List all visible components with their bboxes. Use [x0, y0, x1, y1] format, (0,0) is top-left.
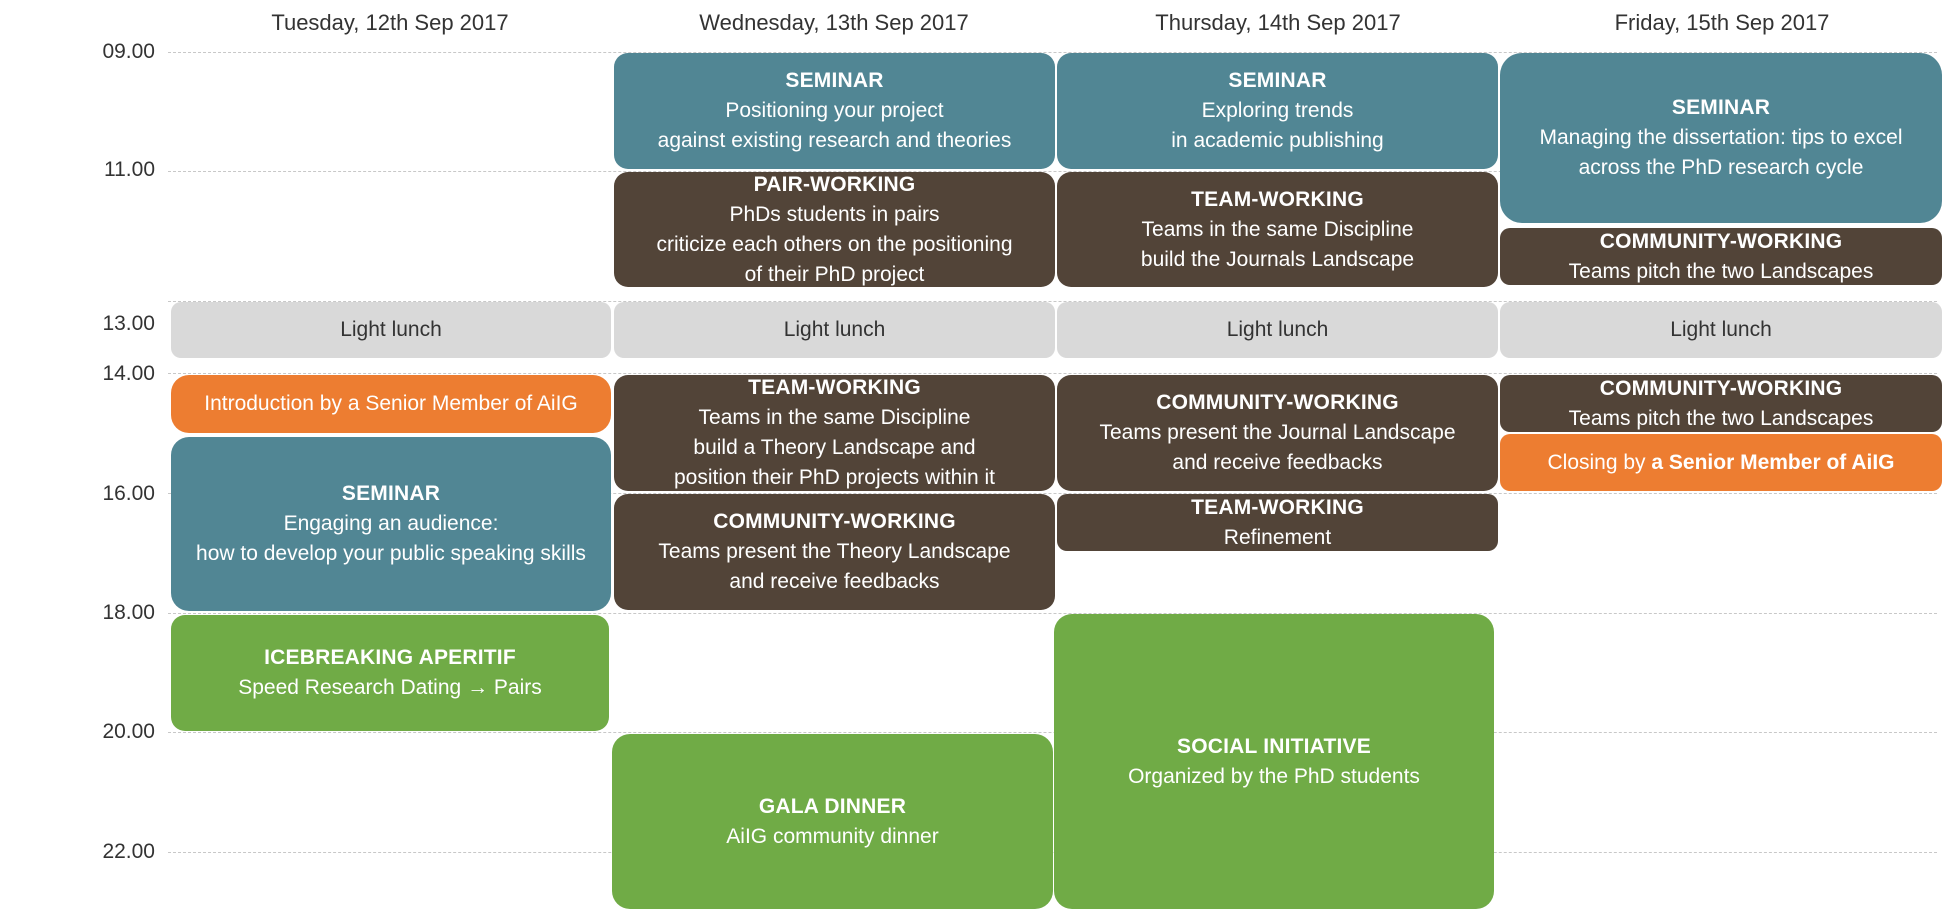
wednesday-lunch: Light lunch [614, 302, 1055, 358]
event-title: SOCIAL INITIATIVE [1177, 734, 1371, 758]
closing-emphasis: a Senior Member of AiIG [1651, 450, 1895, 474]
wednesday-pair-working: PAIR-WORKING PhDs students in pairs crit… [614, 172, 1055, 287]
gridline [168, 493, 1937, 494]
gridline [168, 373, 1937, 374]
tuesday-icebreaking-aperitif: ICEBREAKING APERITIF Speed Research Dati… [171, 615, 609, 731]
event-line-text: Speed Research Dating [238, 676, 462, 699]
event-title: ICEBREAKING APERITIF [264, 646, 516, 669]
wednesday-community-working: COMMUNITY-WORKING Teams present the Theo… [614, 494, 1055, 610]
day-header-thursday: Thursday, 14th Sep 2017 [1155, 10, 1401, 35]
event-title: TEAM-WORKING [1191, 495, 1364, 519]
closing-prefix: Closing by [1547, 450, 1646, 474]
thursday-team-working-refinement: TEAM-WORKING Refinement [1057, 494, 1498, 551]
time-label-2000: 20.00 [102, 720, 155, 743]
wednesday-team-working: TEAM-WORKING Teams in the same Disciplin… [614, 375, 1055, 491]
friday-seminar: SEMINAR Managing the dissertation: tips … [1500, 53, 1942, 223]
event-line: and receive feedbacks [1172, 451, 1383, 474]
event-title: SEMINAR [341, 482, 441, 505]
event-line: build a Theory Landscape and [693, 436, 976, 459]
event-line-text: Pairs [493, 676, 542, 699]
event-line: Positioning your project [725, 99, 944, 122]
gridline [168, 52, 1937, 53]
event-title: PAIR-WORKING [753, 172, 916, 196]
event-line: Speed Research Dating → Pairs [238, 673, 542, 703]
wednesday-seminar: SEMINAR Positioning your project against… [614, 53, 1055, 169]
event-line: Engaging an audience: [283, 512, 499, 535]
gridline [168, 613, 1937, 614]
event-line: Teams present the Theory Landscape [658, 540, 1011, 563]
event-line: Organized by the PhD students [1128, 764, 1420, 788]
thursday-lunch: Light lunch [1057, 302, 1498, 358]
event-line: against existing research and theories [657, 129, 1012, 152]
tuesday-intro-senior-member: Introduction by a Senior Member of AiIG [171, 375, 611, 433]
time-label-1100: 11.00 [104, 158, 155, 181]
day-header-wednesday: Wednesday, 13th Sep 2017 [699, 10, 969, 35]
lunch-label: Light lunch [783, 318, 886, 341]
time-label-2200: 22.00 [102, 840, 155, 863]
event-line: Exploring trends [1201, 99, 1354, 122]
event-line: Teams pitch the two Landscapes [1568, 406, 1874, 430]
thursday-team-working: TEAM-WORKING Teams in the same Disciplin… [1057, 172, 1498, 287]
arrow-right-icon: → [467, 676, 489, 699]
thursday-community-working: COMMUNITY-WORKING Teams present the Jour… [1057, 375, 1498, 491]
tuesday-lunch: Light lunch [171, 302, 611, 358]
event-line: build the Journals Landscape [1140, 247, 1415, 271]
intro-label: Introduction by a Senior Member of AiIG [204, 392, 578, 415]
event-title: COMMUNITY-WORKING [1599, 376, 1843, 400]
day-header-friday: Friday, 15th Sep 2017 [1614, 10, 1830, 35]
event-line: in academic publishing [1171, 129, 1384, 152]
time-label-1800: 18.00 [102, 601, 155, 624]
event-line: Teams in the same Discipline [1141, 217, 1414, 241]
event-line: AiIG community dinner [726, 824, 939, 848]
event-title: TEAM-WORKING [748, 376, 921, 399]
event-line: across the PhD research cycle [1578, 156, 1864, 179]
event-line: Teams present the Journal Landscape [1099, 421, 1456, 444]
event-title: COMMUNITY-WORKING [1156, 391, 1399, 414]
lunch-label: Light lunch [340, 318, 442, 341]
event-line: PhDs students in pairs [729, 202, 940, 226]
time-label-1300: 13.00 [102, 312, 155, 335]
lunch-label: Light lunch [1226, 318, 1329, 341]
gridline [168, 171, 1937, 172]
event-title: TEAM-WORKING [1191, 187, 1364, 211]
event-line: how to develop your public speaking skil… [196, 542, 586, 565]
event-title: GALA DINNER [758, 794, 907, 818]
time-label-0900: 09.00 [102, 40, 155, 63]
event-title: SEMINAR [785, 69, 884, 92]
event-line: Managing the dissertation: tips to excel [1539, 126, 1903, 149]
time-label-1600: 16.00 [102, 482, 155, 505]
time-label-1400: 14.00 [102, 362, 155, 385]
event-line: criticize each others on the positioning [656, 232, 1013, 256]
event-line: Teams pitch the two Landscapes [1568, 259, 1874, 283]
event-title: COMMUNITY-WORKING [1599, 229, 1843, 253]
event-line: of their PhD project [744, 262, 925, 286]
event-line: Refinement [1223, 525, 1332, 549]
event-title: SEMINAR [1228, 69, 1327, 92]
event-title: SEMINAR [1671, 96, 1771, 119]
event-line: Teams in the same Discipline [698, 406, 971, 429]
event-line: position their PhD projects within it [674, 466, 995, 489]
lunch-label: Light lunch [1670, 318, 1772, 341]
tuesday-seminar: SEMINAR Engaging an audience: how to dev… [171, 437, 611, 611]
thursday-social-initiative: SOCIAL INITIATIVE Organized by the PhD s… [1054, 614, 1494, 909]
day-header-tuesday: Tuesday, 12th Sep 2017 [271, 10, 509, 35]
friday-lunch: Light lunch [1500, 302, 1942, 358]
closing-label: Closing by a Senior Member of AiIG [1547, 448, 1894, 478]
friday-closing-senior-member: Closing by a Senior Member of AiIG [1500, 434, 1942, 491]
gridline [168, 301, 1937, 302]
gridline [168, 732, 1937, 733]
friday-community-working-afternoon: COMMUNITY-WORKING Teams pitch the two La… [1500, 375, 1942, 432]
event-title: COMMUNITY-WORKING [713, 510, 956, 533]
event-line: and receive feedbacks [729, 570, 940, 593]
friday-community-working-morning: COMMUNITY-WORKING Teams pitch the two La… [1500, 228, 1942, 285]
wednesday-gala-dinner: GALA DINNER AiIG community dinner [612, 734, 1053, 909]
thursday-seminar: SEMINAR Exploring trends in academic pub… [1057, 53, 1498, 169]
